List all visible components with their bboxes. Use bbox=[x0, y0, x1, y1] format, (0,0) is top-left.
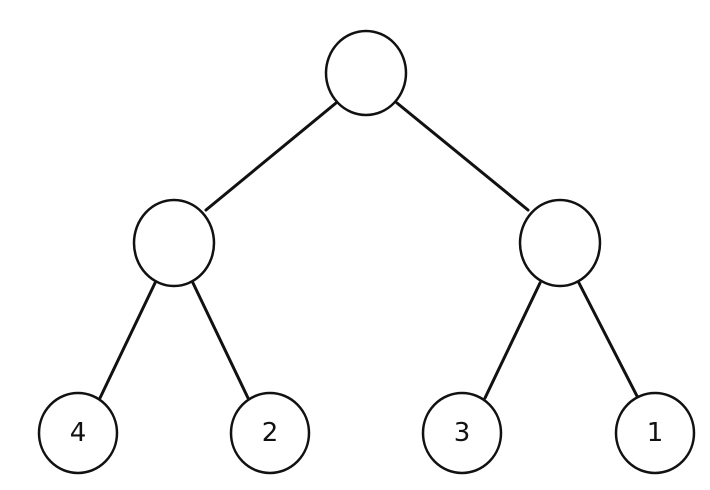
leaf-node: 4 bbox=[37, 391, 119, 475]
leaf-node: 3 bbox=[421, 391, 503, 475]
edge-right-leaf-3 bbox=[483, 281, 542, 400]
right-child-node bbox=[518, 198, 602, 288]
leaf-node: 2 bbox=[229, 391, 311, 475]
edge-right-leaf-1 bbox=[577, 281, 640, 400]
edge-root-left bbox=[204, 101, 338, 212]
leaf-node-label: 4 bbox=[70, 418, 87, 448]
leaf-node-label: 1 bbox=[647, 418, 664, 448]
edge-left-leaf-4 bbox=[98, 281, 157, 400]
leaf-node-label: 2 bbox=[262, 418, 279, 448]
edge-left-leaf-2 bbox=[191, 281, 250, 400]
leaf-node: 1 bbox=[614, 391, 696, 475]
leaf-node-label: 3 bbox=[454, 418, 471, 448]
left-child-node bbox=[132, 198, 216, 288]
edge-root-right bbox=[395, 101, 530, 212]
root-node bbox=[324, 29, 408, 117]
